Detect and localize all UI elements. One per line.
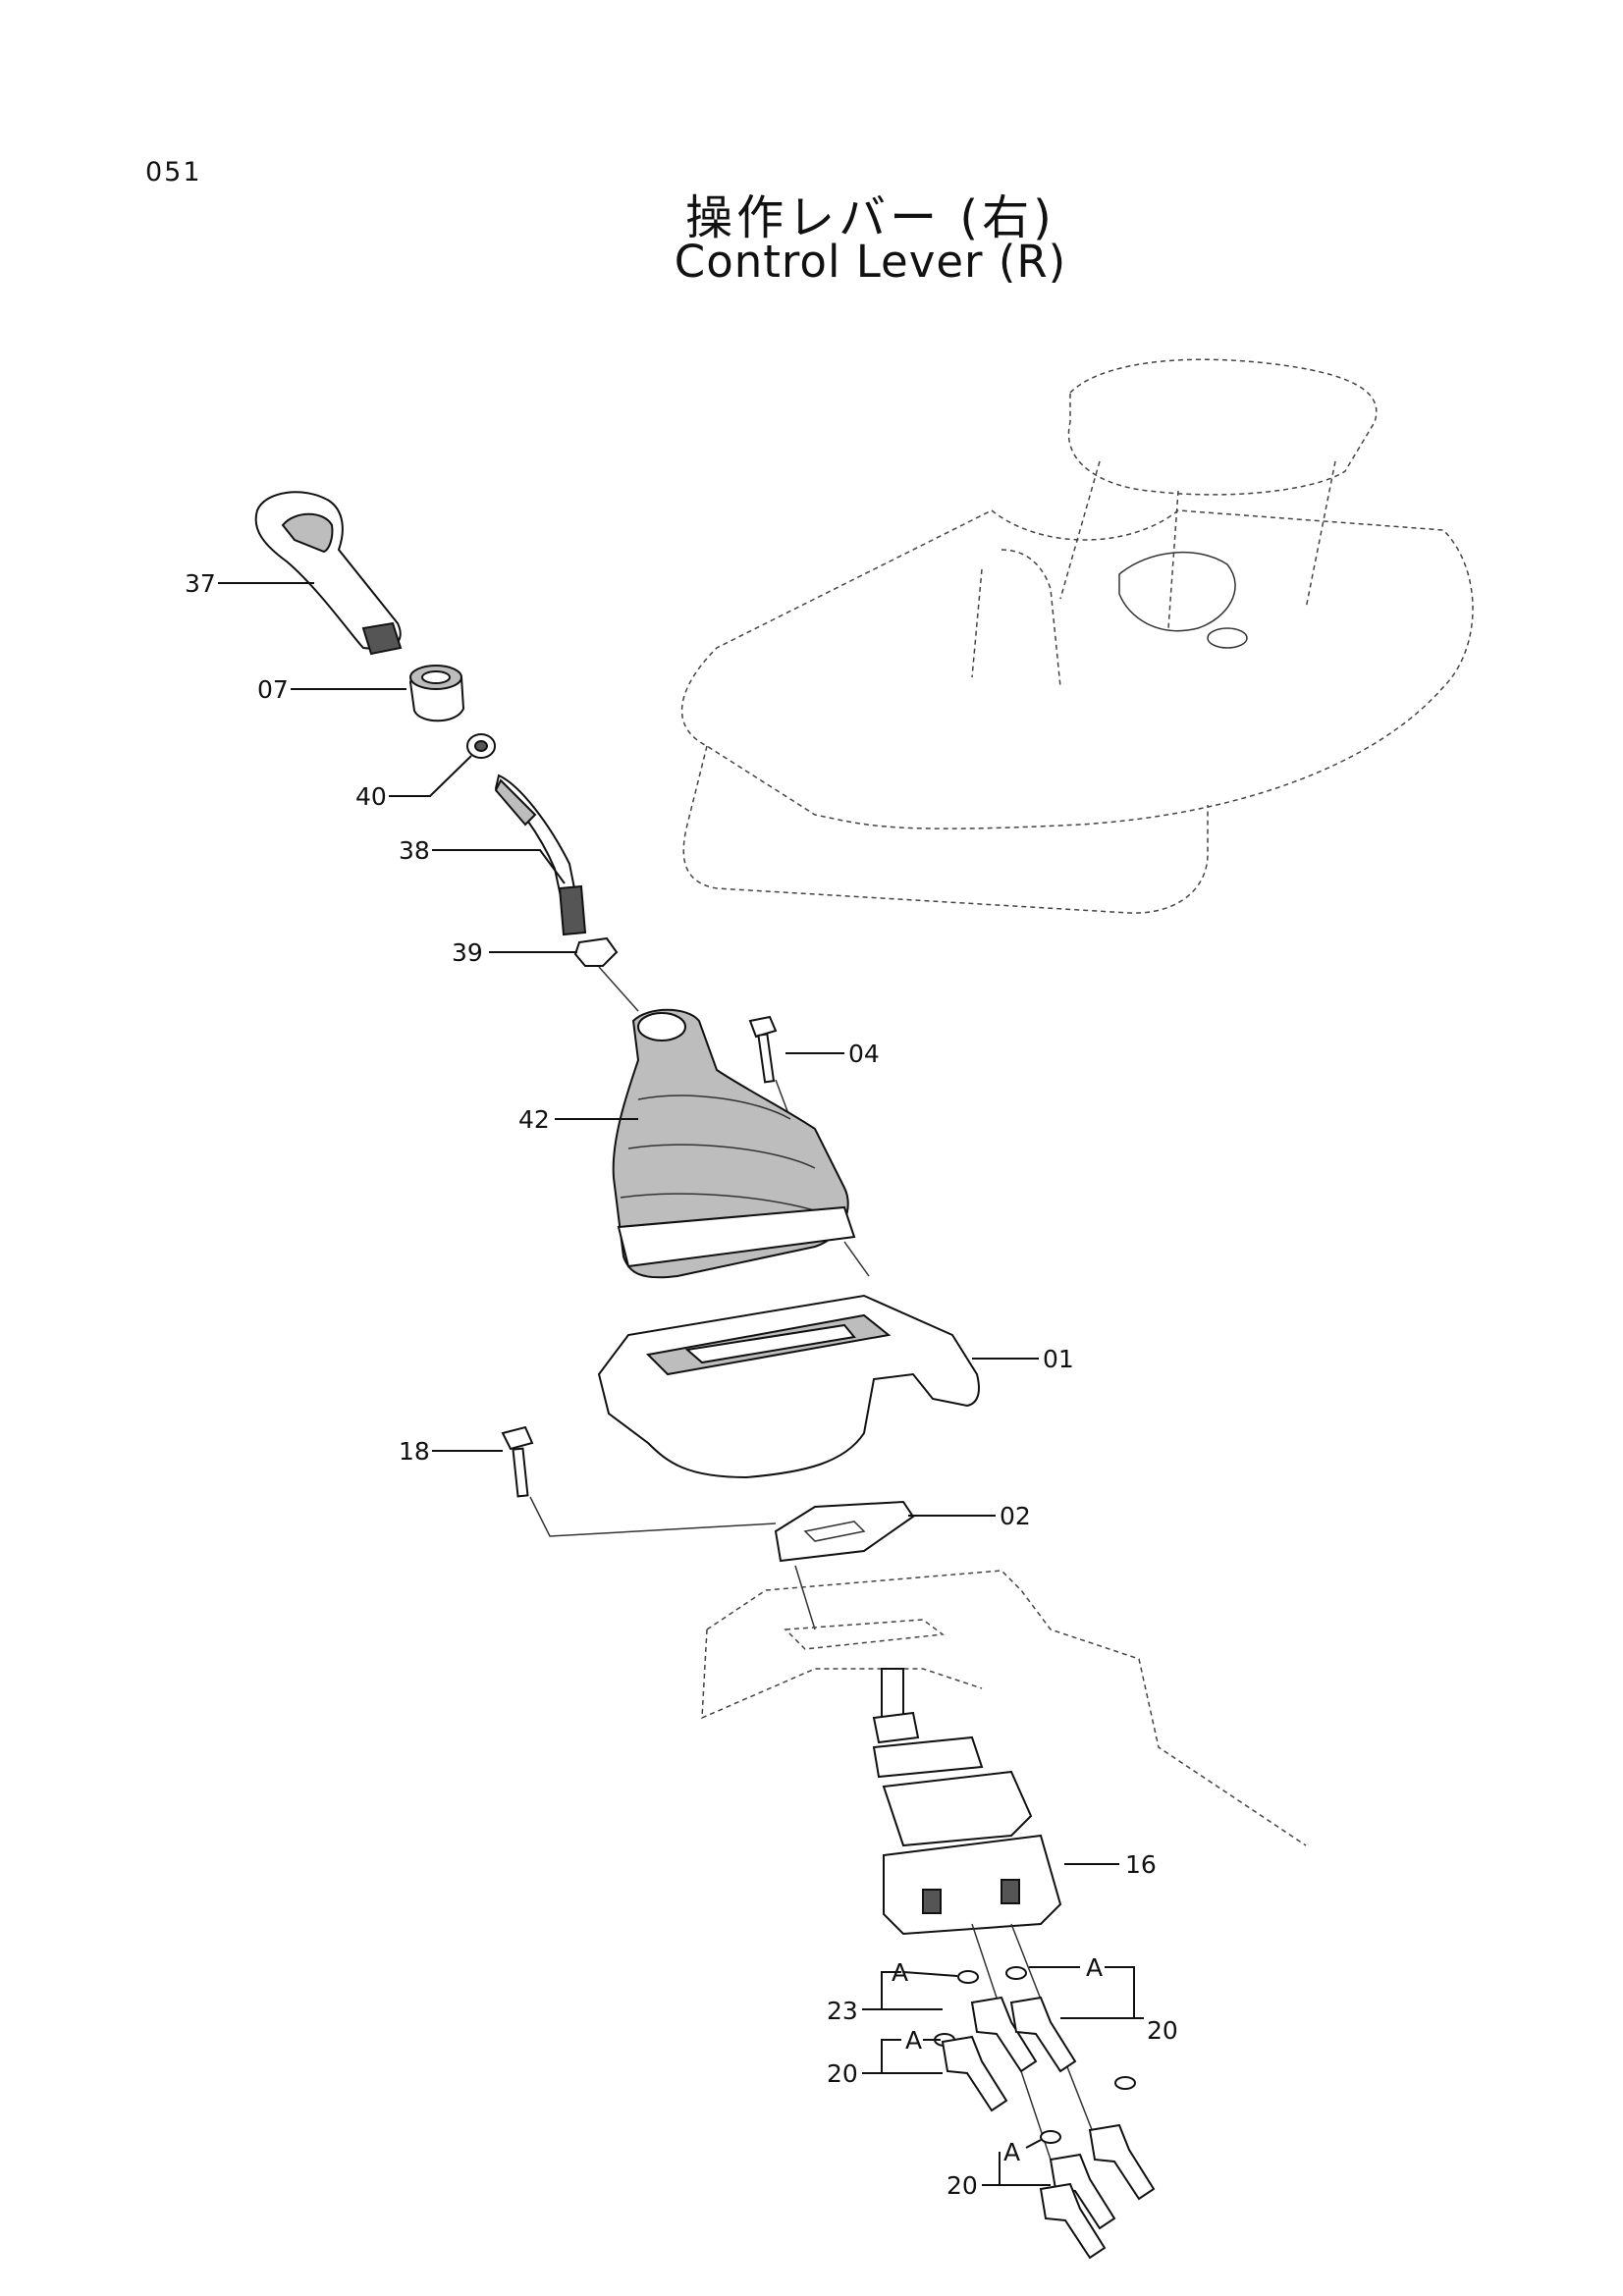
part-18-bolt [501,1425,777,1537]
part-07-bushing [408,665,465,722]
callout-20-bottom: 20 [947,2171,978,2200]
part-37-grip [254,491,403,656]
callout-a-4: A [1003,2138,1020,2166]
callout-07: 07 [257,675,289,704]
callout-18: 18 [399,1437,430,1466]
callout-23: 23 [827,1997,858,2025]
callout-39: 39 [452,938,483,967]
title-english: Control Lever (R) [674,236,1067,288]
callout-38: 38 [399,836,430,865]
part-38-lever-rod [494,774,587,936]
part-02-plate [774,1500,915,1563]
part-42-boot [612,1008,856,1279]
callout-02: 02 [1000,1502,1031,1530]
machine-overview-illustration [680,358,1474,914]
callout-a-3: A [905,2026,922,2055]
callout-20-left: 20 [827,2059,858,2088]
part-40-nut [466,733,496,759]
callout-37: 37 [185,569,216,598]
callout-01: 01 [1043,1345,1074,1373]
callout-a-1: A [892,1958,908,1987]
leader-lines [218,582,1144,2186]
callout-42: 42 [518,1105,550,1134]
page-number: 051 [145,157,202,187]
title-japanese: 操作レバー (右) [685,190,1055,245]
callout-20-right: 20 [1147,2016,1178,2045]
callout-40: 40 [355,782,387,811]
part-20-23-fittings [934,1966,1156,2260]
callout-labels: 37 07 40 38 39 04 42 01 18 02 16 A A 23 … [185,569,1178,2200]
callout-04: 04 [848,1040,880,1068]
part-39-nut [573,936,619,967]
console-frame [701,1570,1307,1846]
part-16-pilot-valve [872,1668,1062,1936]
part-01-cover [597,1294,980,1479]
callout-a-2: A [1086,1953,1103,1982]
callout-16: 16 [1125,1850,1157,1879]
